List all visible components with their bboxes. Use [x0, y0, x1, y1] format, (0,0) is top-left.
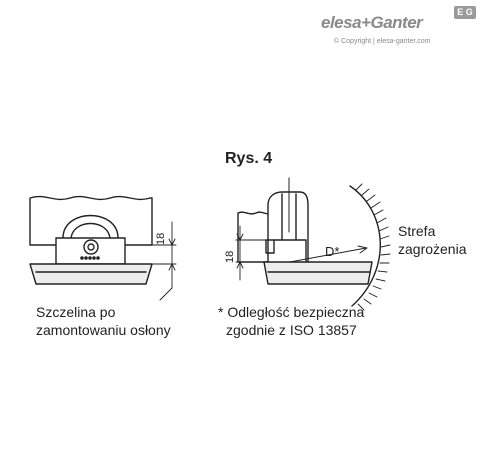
distance-symbol: D* [325, 244, 340, 259]
right-dim-arrow-bottom [236, 261, 244, 269]
right-dimension-value: 18 [224, 250, 236, 263]
dot-3 [88, 256, 92, 260]
hinge-body-right [267, 191, 309, 263]
zone-label-line-2: zagrożenia [398, 241, 467, 257]
left-dimension-value: 18 [155, 232, 167, 245]
hazard-zone-label: Strefa zagrożenia [398, 222, 467, 258]
lock-cylinder-outer [83, 239, 99, 255]
hazard-zone-hatching [355, 183, 391, 311]
safety-distance-note: * Odległość bezpieczna zgodnie z ISO 138… [218, 303, 364, 339]
dot-4 [92, 256, 96, 260]
gap-label-line-1: Szczelina po [36, 304, 116, 320]
distance-line [289, 247, 367, 263]
dot-2 [84, 256, 88, 260]
left-dim-arrow-bottom [168, 263, 176, 271]
right-wall-block [237, 211, 273, 263]
hinge-knob [265, 239, 275, 254]
zone-label-line-1: Strefa [398, 223, 436, 239]
brand-logo: elesa+Ganter [321, 13, 423, 33]
hinge-lower [273, 239, 307, 263]
note-label-line-2: zgodnie z ISO 13857 [226, 322, 357, 338]
gap-label-line-2: zamontowaniu osłony [36, 322, 171, 338]
figure-title: Rys. 4 [225, 150, 273, 167]
distance-arrow [357, 245, 368, 254]
gap-leader-line [159, 287, 173, 301]
note-label-line-1: * Odległość bezpieczna [218, 304, 365, 320]
gap-label: Szczelina po zamontowaniu osłony [36, 303, 171, 339]
lock-cylinder-inner [87, 243, 95, 251]
brand-logo-right: Ganter [370, 13, 423, 32]
left-dim-arrow-top [168, 238, 176, 246]
dot-5 [96, 256, 100, 260]
hinge-body-left [55, 237, 126, 265]
hazard-zone-arc [349, 185, 381, 307]
brand-logo-left: elesa [321, 13, 362, 32]
dot-1 [80, 256, 84, 260]
right-dim-arrow-top [236, 233, 244, 241]
right-base-rail [263, 261, 373, 285]
left-wall-block [29, 195, 153, 246]
copyright-text: © Copyright | elesa-ganter.com [334, 38, 431, 45]
brand-logo-plus: + [361, 13, 371, 32]
left-base-rail [29, 263, 153, 285]
eg-badge: E G [454, 6, 476, 19]
